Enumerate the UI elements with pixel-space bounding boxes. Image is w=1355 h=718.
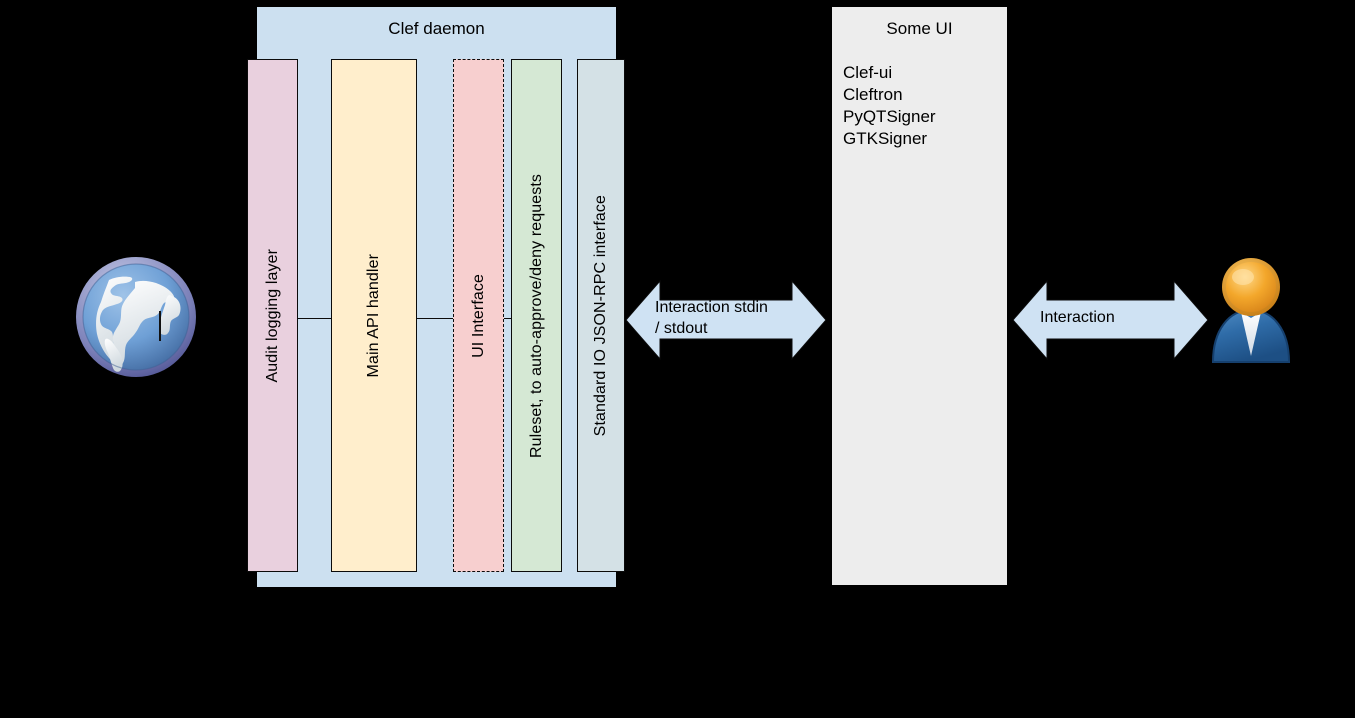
- list-item: GTKSigner: [843, 129, 928, 148]
- connector-api-ui: [416, 318, 454, 319]
- clef-daemon-title: Clef daemon: [388, 19, 485, 38]
- component-stdio-label: Standard IO JSON-RPC interface: [592, 194, 609, 437]
- arrow-interaction-stdio: [626, 279, 826, 361]
- list-item: Clef-ui: [843, 63, 893, 82]
- connector-audit-api: [297, 318, 332, 319]
- arrow-interaction-user: [1013, 279, 1208, 361]
- arrow-interaction-user-label: Interaction: [1040, 309, 1115, 326]
- component-main-api-handler[interactable]: Main API handler: [331, 59, 417, 572]
- component-ruleset[interactable]: Ruleset, to auto-approve/deny requests: [511, 59, 562, 572]
- list-item: Cleftron: [843, 85, 903, 104]
- list-item: PyQTSigner: [843, 107, 936, 126]
- user-icon: [1205, 256, 1297, 364]
- component-ui-interface[interactable]: UI Interface: [453, 59, 504, 572]
- arrow-interaction-stdio-label: Interaction stdin / stdout: [655, 299, 768, 337]
- component-api-label: Main API handler: [365, 253, 382, 378]
- component-ui-label: UI Interface: [469, 273, 487, 358]
- component-audit-label: Audit logging layer: [263, 248, 281, 383]
- some-ui-box: [832, 7, 1007, 585]
- clef-daemon-container: [257, 7, 616, 587]
- connector-ui-ruleset: [503, 318, 512, 319]
- component-ruleset-label: Ruleset, to auto-approve/deny requests: [527, 173, 545, 458]
- globe-icon: [72, 253, 200, 381]
- some-ui-implementation-list: Clef-ui Cleftron PyQTSigner GTKSigner: [843, 62, 1003, 150]
- component-standard-io-jsonrpc[interactable]: Standard IO JSON-RPC interface: [577, 59, 625, 572]
- some-ui-title: Some UI: [886, 19, 953, 38]
- component-audit-logging-layer[interactable]: Audit logging layer: [247, 59, 298, 572]
